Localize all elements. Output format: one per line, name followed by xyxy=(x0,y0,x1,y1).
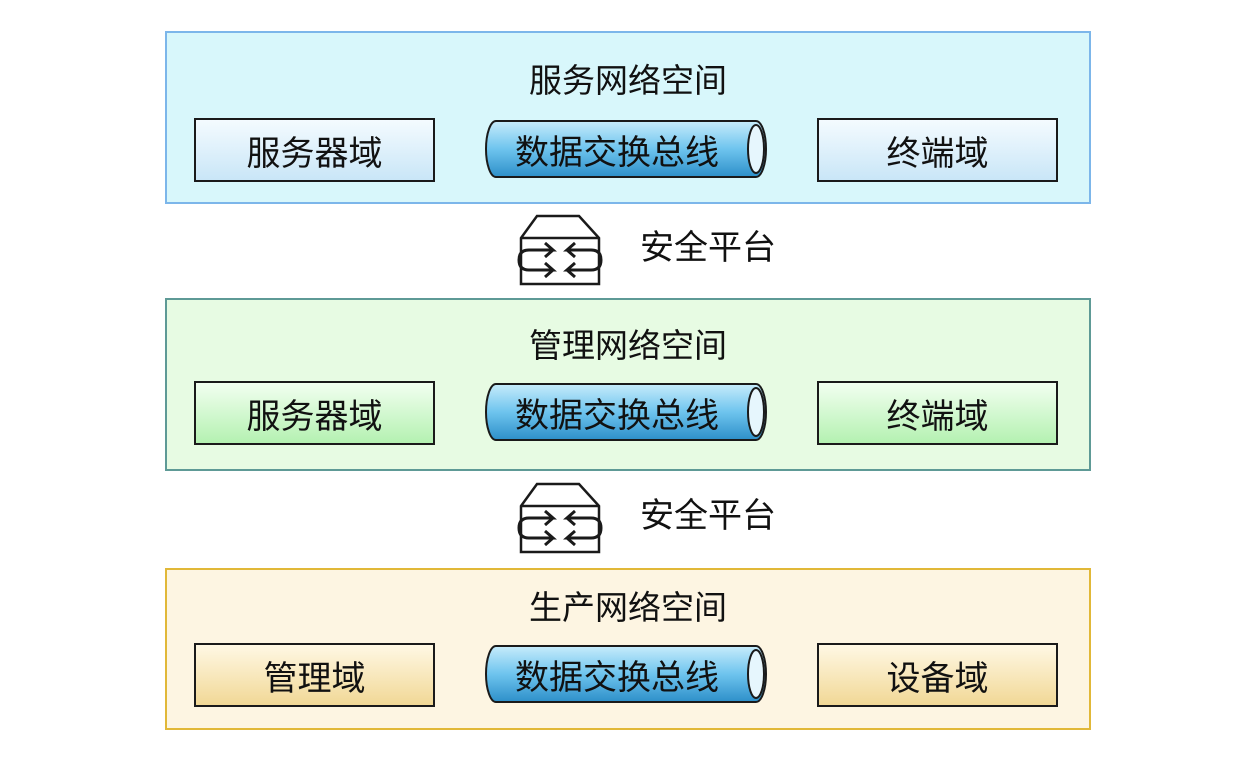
production-bus-label: 数据交换总线 xyxy=(515,657,719,698)
service-bus-label: 数据交换总线 xyxy=(515,132,719,173)
service-terminal-domain: 终端域 xyxy=(817,118,1058,182)
switch-icon xyxy=(517,482,603,554)
production-data-bus: 数据交换总线 xyxy=(482,644,772,704)
production-management-domain: 管理域 xyxy=(194,643,435,707)
production-network-space: 生产网络空间 管理域 数据交换总线 设备域 xyxy=(165,568,1091,730)
bus-cylinder-icon xyxy=(485,645,767,703)
security-platform-label: 安全平台 xyxy=(640,228,776,268)
service-data-bus: 数据交换总线 xyxy=(482,119,772,179)
management-space-title: 管理网络空间 xyxy=(529,326,727,365)
security-platform-label: 安全平台 xyxy=(640,496,776,536)
security-platform-1: 安全平台 xyxy=(515,212,815,292)
switch-icon xyxy=(517,214,603,286)
bus-cylinder-icon xyxy=(485,383,767,441)
service-server-domain: 服务器域 xyxy=(194,118,435,182)
bus-cylinder-icon xyxy=(485,120,767,178)
management-network-space: 管理网络空间 服务器域 数据交换总线 终端域 xyxy=(165,298,1091,471)
production-space-title: 生产网络空间 xyxy=(529,588,727,627)
management-bus-label: 数据交换总线 xyxy=(515,395,719,436)
management-data-bus: 数据交换总线 xyxy=(482,382,772,442)
management-server-domain: 服务器域 xyxy=(194,381,435,445)
production-device-domain: 设备域 xyxy=(817,643,1058,707)
service-network-space: 服务网络空间 服务器域 数据交换总线 终端域 xyxy=(165,31,1091,204)
service-space-title: 服务网络空间 xyxy=(529,61,727,100)
management-terminal-domain: 终端域 xyxy=(817,381,1058,445)
security-platform-2: 安全平台 xyxy=(515,480,815,560)
